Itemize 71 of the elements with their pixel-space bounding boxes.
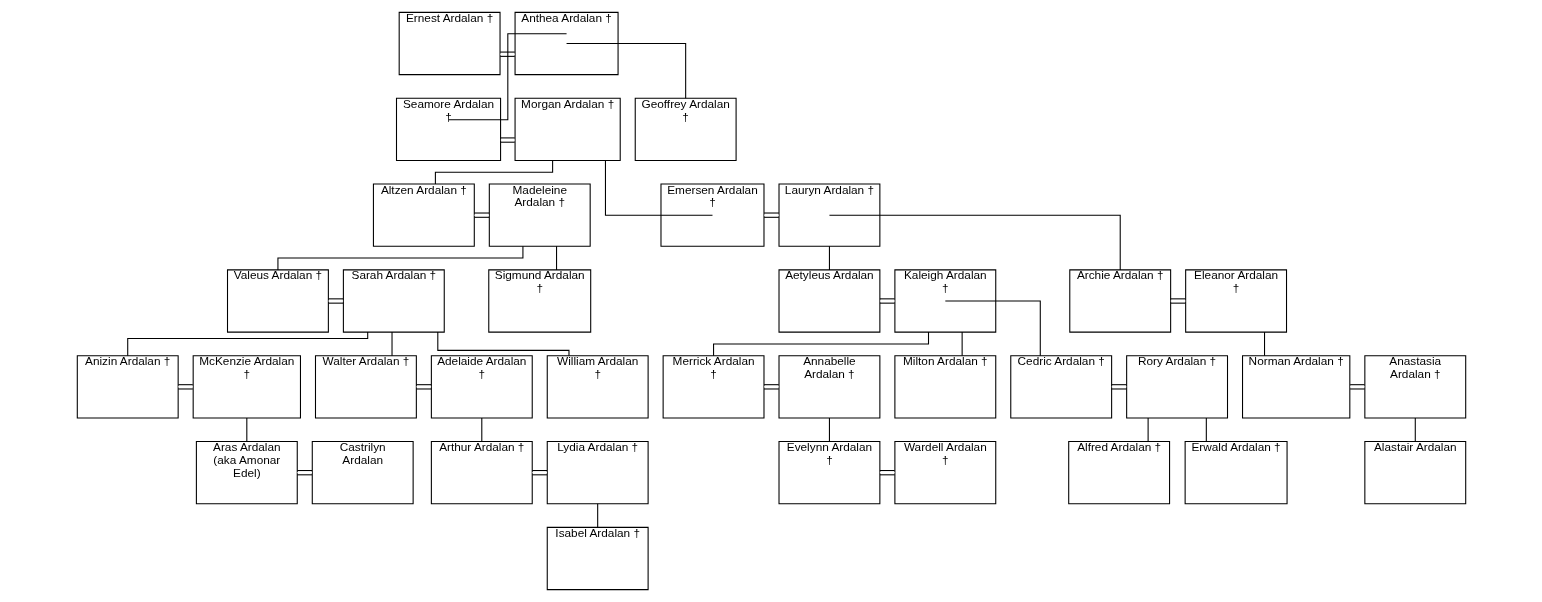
node-box: Norman Ardalan † — [1241, 355, 1350, 419]
node-box: Ernest Ardalan † — [398, 11, 501, 76]
node-box: Cedric Ardalan † — [1009, 355, 1112, 419]
connector — [1414, 417, 1416, 443]
connector — [296, 470, 313, 476]
node-box: Alastair Ardalan — [1363, 441, 1466, 505]
node-box: Sarah Ardalan † — [342, 269, 445, 333]
node-box: Rory Ardalan † — [1125, 355, 1228, 419]
node-box: Emersen Ardalan † — [659, 183, 765, 247]
node-box: Morgan Ardalan † — [514, 97, 621, 161]
connector — [1147, 417, 1149, 443]
node-box: Aetyleus Ardalan — [777, 269, 880, 333]
node-box: Milton Ardalan † — [893, 355, 996, 419]
node-box: Lydia Ardalan † — [546, 441, 649, 505]
node-box: Anastasia Ardalan † — [1363, 355, 1466, 419]
connector — [1169, 298, 1186, 304]
connector — [177, 384, 193, 390]
node-box: Isabel Ardalan † — [546, 526, 649, 591]
node-box: Arthur Ardalan † — [430, 441, 533, 505]
connector — [434, 159, 553, 185]
connector — [712, 331, 929, 357]
connector — [473, 212, 490, 218]
connector — [327, 298, 344, 304]
connector — [828, 214, 1121, 271]
node-box: Annabelle Ardalan † — [777, 355, 880, 419]
node-box: Altzen Ardalan † — [372, 183, 475, 247]
connector — [1349, 384, 1365, 390]
node-box: Erwald Ardalan † — [1184, 441, 1288, 505]
connector — [944, 300, 1041, 357]
connector — [480, 417, 482, 443]
node-box: William Ardalan † — [546, 355, 649, 419]
connector — [447, 33, 567, 121]
node-box: Adelaide Ardalan † — [430, 355, 533, 419]
connector — [828, 245, 830, 271]
node-box: Merrick Ardalan † — [662, 355, 765, 419]
connector — [415, 384, 432, 390]
node-box: Anizin Ardalan † — [76, 355, 179, 419]
connector — [763, 212, 779, 218]
node-box: Aras Ardalan (aka Amonar Edel) — [195, 441, 298, 505]
node-box: McKenzie Ardalan † — [192, 355, 301, 419]
node-box: Geoffrey Ardalan † — [634, 97, 737, 161]
connector — [604, 159, 713, 216]
connector — [245, 417, 247, 443]
connector — [961, 331, 963, 357]
node-box: Evelynn Ardalan † — [777, 441, 880, 505]
node-box: Sigmund Ardalan † — [487, 269, 591, 333]
connector — [763, 384, 779, 390]
connector — [1263, 331, 1265, 357]
node-box: Seamore Ardalan † — [395, 97, 501, 161]
connector — [878, 298, 895, 304]
node-box: Eleanor Ardalan † — [1184, 269, 1287, 333]
node-box: Alfred Ardalan † — [1067, 441, 1170, 505]
connector — [596, 503, 598, 528]
node-box: Lauryn Ardalan † — [777, 183, 880, 247]
connector — [531, 470, 548, 476]
node-box: Anthea Ardalan † — [514, 11, 619, 76]
node-box: Kaleigh Ardalan † — [893, 269, 996, 333]
connector — [828, 417, 830, 443]
node-box: Castrilyn Ardalan — [311, 441, 414, 505]
node-box: Madeleine Ardalan † — [488, 183, 591, 247]
connector — [276, 245, 523, 271]
node-box: Valeus Ardalan † — [226, 269, 329, 333]
connector — [499, 137, 515, 143]
node-box: Walter Ardalan † — [314, 355, 417, 419]
connector — [555, 245, 557, 271]
node-box: Archie Ardalan † — [1068, 269, 1171, 333]
connector — [878, 470, 895, 476]
connector — [1205, 417, 1207, 443]
node-box: Wardell Ardalan † — [893, 441, 996, 505]
connector — [565, 42, 686, 99]
connector — [391, 331, 393, 357]
